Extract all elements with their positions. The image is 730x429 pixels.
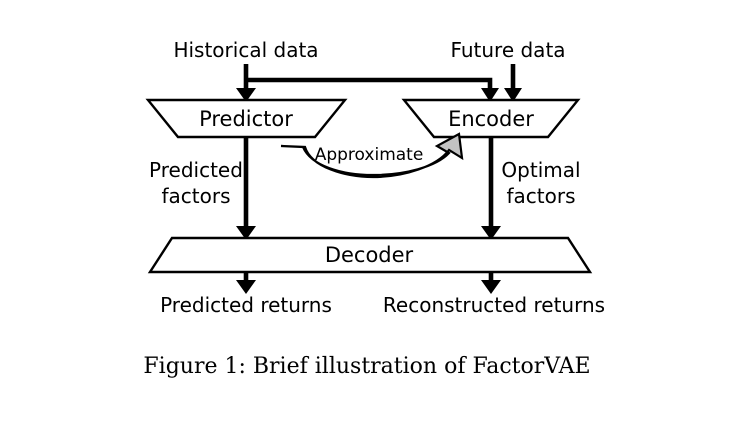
connector-historical-to-encoder: [246, 77, 499, 102]
decoder-module[interactable]: [147, 236, 593, 274]
output-label-reconstructed-returns: Reconstructed returns: [383, 293, 605, 317]
predicted-factors-label-line1: Predicted: [149, 158, 243, 182]
optimal-factors-label-line2: factors: [506, 184, 575, 208]
output-label-predicted-returns: Predicted returns: [160, 293, 332, 317]
connector-decoder-to-predicted-returns: [236, 272, 256, 294]
arrow-down-icon: [504, 88, 522, 102]
predictor-module[interactable]: [145, 98, 348, 139]
optimal-factors-label-line1: Optimal: [501, 158, 580, 182]
connector-encoder-to-decoder: [481, 137, 501, 240]
connector-predictor-to-decoder: [236, 137, 256, 240]
approximate-label: Approximate: [315, 145, 424, 165]
encoder-module[interactable]: [401, 98, 581, 139]
figure-caption: Figure 1: Brief illustration of FactorVA…: [143, 354, 590, 379]
predictor-label: Predictor: [199, 107, 293, 131]
arrow-down-icon: [236, 280, 256, 294]
encoder-label: Encoder: [448, 107, 534, 131]
arrow-down-icon: [236, 226, 256, 240]
arrow-down-icon: [236, 88, 256, 102]
connector-historical-to-predictor: [236, 64, 256, 102]
arrow-down-icon: [481, 226, 501, 240]
connector-future-to-encoder: [504, 64, 522, 102]
input-label-future-data: Future data: [450, 38, 565, 62]
decoder-label: Decoder: [325, 243, 414, 267]
arrow-down-icon: [481, 280, 501, 294]
connector-decoder-to-reconstructed-returns: [481, 272, 501, 294]
curved-approximate-arrow-icon: [280, 132, 464, 179]
predicted-factors-label-line2: factors: [161, 184, 230, 208]
arrow-down-icon: [481, 88, 499, 102]
input-label-historical-data: Historical data: [173, 38, 318, 62]
